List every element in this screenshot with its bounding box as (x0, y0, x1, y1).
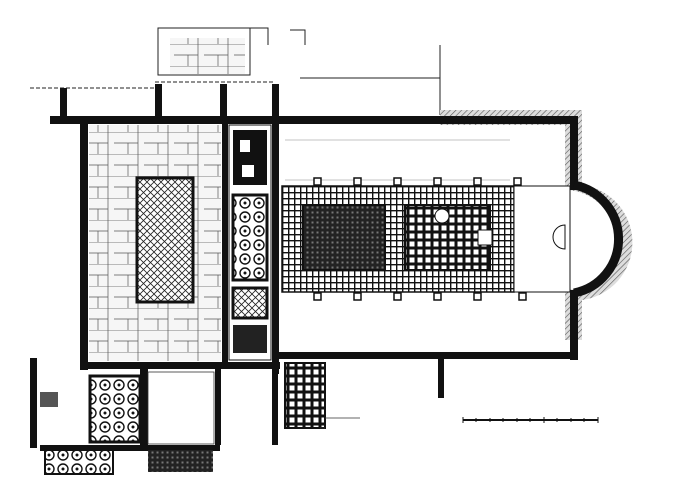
west-hall-mosaic (135, 176, 195, 304)
narthex (228, 124, 272, 361)
apse (573, 180, 623, 298)
columns (313, 177, 527, 301)
north-annex (30, 27, 441, 115)
south-annexes (40, 362, 360, 475)
walls (30, 84, 578, 451)
nave (281, 139, 571, 293)
scale-bar (462, 417, 599, 423)
